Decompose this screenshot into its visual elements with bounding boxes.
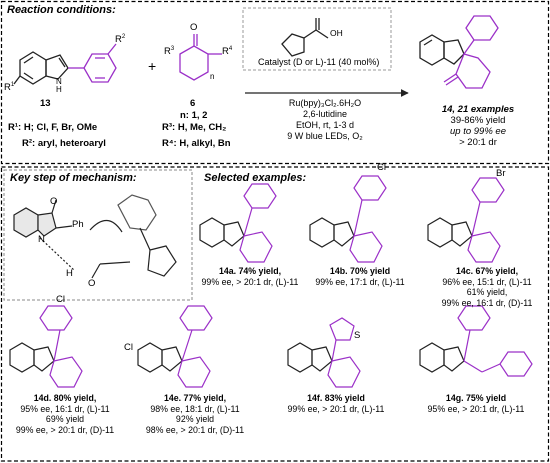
example-14e-cl-label: Cl (124, 342, 133, 353)
product-14-structure (419, 15, 499, 89)
product-label: 14, 21 examples (441, 104, 515, 115)
example-14c-caption: 14c. 67% yield, 96% ee, 15:1 dr, (L)-11 … (428, 266, 546, 308)
caption-line: 98% ee, > 20:1 dr, (D)-11 (145, 424, 245, 435)
examples-header: Selected examples: (204, 172, 307, 184)
example-14b-structure (309, 175, 387, 263)
caption-line: 95% ee, > 20:1 dr, (L)-11 (427, 403, 525, 414)
reagent-line: 2,6-lutidine (302, 109, 348, 119)
mechanism-h-label: H (66, 268, 73, 279)
mechanism-n-label: N (38, 234, 45, 245)
example-14g-caption: 14g. 75% yield 95% ee, > 20:1 dr, (L)-11 (416, 393, 536, 414)
reaction-conditions-frame (0, 0, 550, 165)
example-14f-s-label: S (354, 330, 361, 341)
legend-r1: R¹: H; Cl, F, Br, OMe (8, 122, 98, 133)
example-14e-structure (137, 305, 213, 388)
caption-line: 14b. 70% yield (329, 266, 391, 276)
r4-substituent-label: R4 (222, 46, 233, 58)
example-14b-cl-label: Cl (377, 162, 386, 173)
n-index-label: n (210, 72, 215, 81)
example-14d-caption: 14d. 80% yield, 95% ee, 16:1 dr, (L)-11 … (6, 393, 124, 435)
product-line: up to 99% ee (450, 126, 506, 137)
mechanism-frame (3, 169, 193, 301)
example-14c-structure (427, 177, 505, 263)
proline-catalyst-structure (281, 18, 329, 57)
mechanism-header: Key step of mechanism: (10, 172, 137, 184)
example-14a-caption: 14a. 74% yield, 99% ee, > 20:1 dr, (L)-1… (195, 266, 305, 287)
caption-line: 92% yield (175, 414, 215, 424)
example-14c-br-label: Br (496, 168, 506, 179)
reaction-conditions-header: Reaction conditions: (7, 4, 116, 16)
example-14b-caption: 14b. 70% yield 99% ee, 17:1 dr, (L)-11 (305, 266, 415, 287)
caption-line: 99% ee, 16:1 dr, (D)-11 (441, 297, 533, 308)
caption-line: 99% ee, > 20:1 dr, (L)-11 (287, 403, 385, 414)
catalyst-text: Catalyst (D or L)-11 (40 mol%) (258, 57, 380, 67)
example-14d-structure (9, 305, 83, 388)
example-14f-caption: 14f. 83% yield 99% ee, > 20:1 dr, (L)-11 (276, 393, 396, 414)
example-14a-structure (199, 183, 277, 263)
reagent-line: 9 W blue LEDs, O₂ (287, 131, 363, 141)
example-14g-structure (419, 305, 533, 377)
caption-line: 98% ee, 18:1 dr, (L)-11 (150, 403, 240, 414)
ketone-o-label: O (190, 22, 198, 33)
caption-line: 99% ee, > 20:1 dr, (D)-11 (15, 424, 115, 435)
caption-line: 69% yield (45, 414, 85, 424)
mechanism-structure (13, 194, 177, 279)
mechanism-oh-label: O (88, 278, 96, 289)
legend-r2: R²: aryl, heteroaryl (22, 138, 106, 149)
n-values-label: n: 1, 2 (180, 110, 208, 121)
example-14e-caption: 14e. 77% yield, 98% ee, 18:1 dr, (L)-11 … (136, 393, 254, 435)
compound-13-structure (13, 43, 117, 85)
example-14d-cl-label: Cl (56, 294, 65, 305)
r1-substituent-label: R1 (4, 82, 15, 94)
mechanism-ph-label: Ph (72, 219, 84, 230)
nh-label-13: N H (56, 77, 62, 94)
caption-line: 95% ee, 16:1 dr, (L)-11 (20, 403, 110, 414)
caption-line: 61% yield, (466, 287, 508, 297)
mechanism-o-label: O (50, 196, 58, 207)
compound-13-label: 13 (40, 98, 51, 109)
reagent-conditions: Ru(bpy)₃Cl₂.6H₂O 2,6-lutidine EtOH, rt, … (265, 98, 385, 142)
caption-line: 99% ee, 17:1 dr, (L)-11 (315, 276, 405, 287)
compound-6-structure (179, 34, 222, 81)
product-line: 39-86% yield (450, 115, 506, 126)
r2-substituent-label: R2 (115, 34, 126, 46)
caption-line: 96% ee, 15:1 dr, (L)-11 (442, 276, 532, 287)
r3-substituent-label: R3 (164, 46, 175, 58)
caption-line: 14a. 74% yield, (218, 266, 282, 276)
caption-line: 14d. 80% yield, (33, 393, 97, 403)
plus-sign: + (148, 58, 157, 74)
reagent-line: Ru(bpy)₃Cl₂.6H₂O (288, 98, 362, 108)
caption-line: 14g. 75% yield (445, 393, 507, 403)
caption-line: 14f. 83% yield (307, 393, 365, 403)
compound-6-label: 6 (190, 98, 196, 109)
example-14f-structure (287, 317, 361, 388)
product-summary: 14, 21 examples 39-86% yield up to 99% e… (418, 104, 538, 148)
legend-r3: R³: H, Me, CH₂ (162, 122, 227, 133)
legend-r4: R⁴: H, alkyl, Bn (162, 138, 231, 149)
caption-line: 99% ee, > 20:1 dr, (L)-11 (201, 276, 299, 287)
caption-line: 14c. 67% yield, (455, 266, 519, 276)
reagent-line: EtOH, rt, 1-3 d (295, 120, 355, 130)
caption-line: 14e. 77% yield, (163, 393, 227, 403)
product-line: > 20:1 dr (459, 137, 497, 148)
proline-oh-label: OH (330, 28, 343, 38)
